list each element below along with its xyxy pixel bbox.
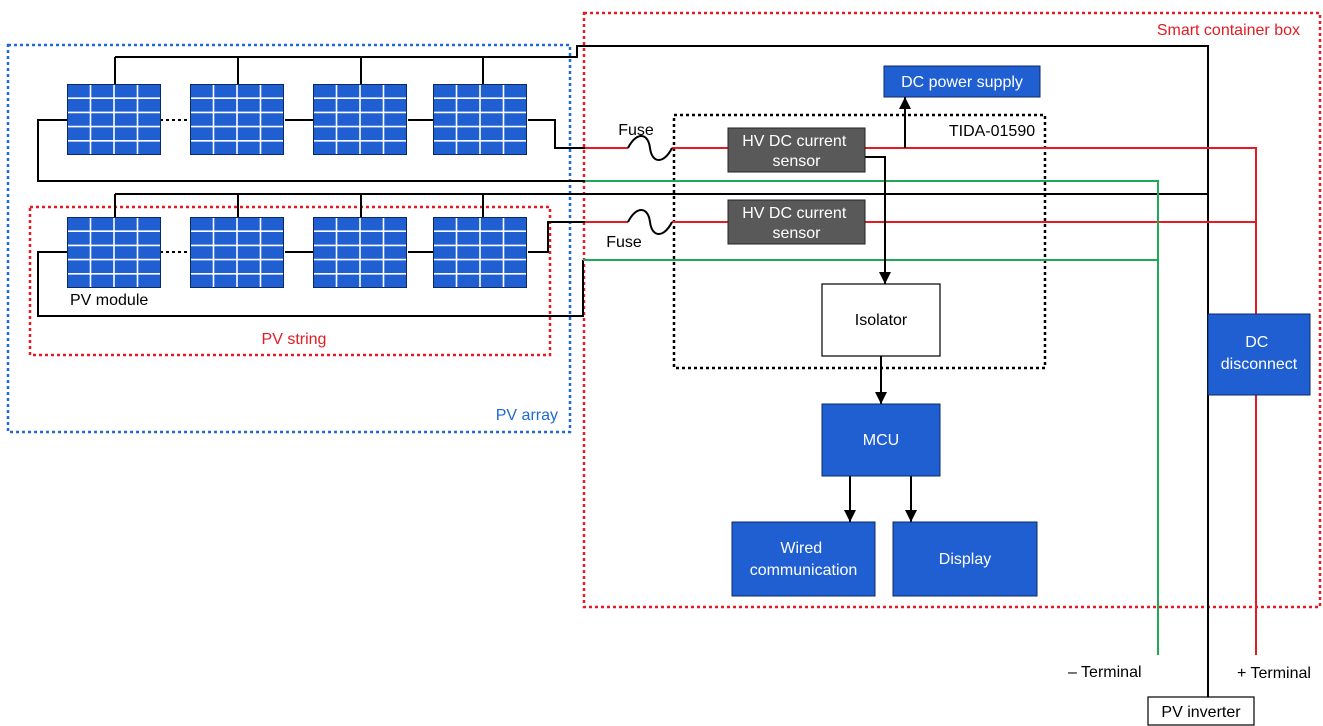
hv-dc-current-sensor-1-block: HV DC current sensor — [727, 127, 866, 173]
negative-terminal-label: – Terminal — [1068, 664, 1142, 681]
isolator-box — [821, 283, 941, 357]
pv-module-panels — [67, 84, 527, 288]
wired-communication-label: Wired communication — [750, 540, 858, 579]
reference-design-label: TIDA-01590 — [949, 123, 1035, 140]
hv-dc-current-sensor-2-block: HV DC current sensor — [727, 199, 866, 245]
dc-power-supply-label: DC power supply — [901, 74, 1023, 91]
dc-disconnect-label-line1: DC — [1245, 334, 1268, 351]
current-sensor-1-box — [727, 127, 866, 173]
pv-module-panel — [190, 217, 284, 288]
pv-module-panel — [190, 84, 284, 155]
display-box — [892, 521, 1038, 597]
pv-module-panel — [67, 84, 161, 155]
fuse-1-label: Fuse — [618, 122, 654, 139]
pv-array-boundary — [6, 43, 572, 434]
current-sensor-1-label: HV DC current sensor — [742, 133, 850, 170]
pv-module-cells — [434, 218, 526, 287]
smart-container-box-boundary — [582, 11, 1322, 609]
dc-disconnect-label-line2: disconnect — [1221, 356, 1298, 373]
pv-module-cells — [191, 85, 283, 154]
dc-disconnect-label: DC disconnect — [1221, 334, 1298, 373]
row1-positive-wire — [585, 147, 1257, 655]
pv-module-panel — [313, 217, 407, 288]
pv-string-label: PV string — [262, 331, 327, 348]
pv-inverter-label: PV inverter — [1161, 704, 1241, 721]
wired-communication-label-line1: Wired — [780, 540, 822, 557]
pv-inverter-block: PV inverter — [1147, 696, 1255, 726]
pv-module-cells — [191, 218, 283, 287]
dc-disconnect-block: DC disconnect — [1207, 313, 1311, 396]
row2-ground-bus — [114, 193, 1208, 217]
wired-communication-label-line2: communication — [750, 562, 858, 579]
dc-power-supply-box — [883, 65, 1041, 98]
display-label: Display — [939, 551, 991, 568]
row1-positive-lead — [528, 119, 585, 149]
current-sensor-1-label-line1: HV DC current — [742, 133, 847, 150]
pv-module-cells — [314, 218, 406, 287]
row2-negative-lead — [37, 251, 584, 317]
pv-module-cells — [68, 85, 160, 154]
positive-terminal-label: + Terminal — [1237, 665, 1311, 682]
row1-negative-lead — [37, 119, 585, 182]
smart-container-box-label: Smart container box — [1157, 22, 1300, 39]
dc-disconnect-box — [1207, 313, 1311, 396]
fuse-2-symbol — [627, 209, 673, 235]
pv-module-panel — [313, 84, 407, 155]
fuse-1-symbol — [627, 135, 673, 161]
pv-module-cells — [434, 85, 526, 154]
row1-ground-bus — [114, 45, 1209, 697]
current-sensor-2-box — [727, 199, 866, 245]
pv-string-boundary — [28, 205, 552, 357]
pv-module-panel — [433, 84, 527, 155]
current-sensor-1-label-line2: sensor — [772, 153, 821, 170]
isolator-block: Isolator — [821, 283, 941, 357]
pv-module-cells — [68, 218, 160, 287]
pv-module-panel — [433, 217, 527, 288]
pv-inverter-box — [1147, 696, 1255, 726]
mcu-block: MCU — [821, 403, 941, 477]
pv-module-cells — [314, 85, 406, 154]
isolator-label: Isolator — [855, 312, 908, 329]
wired-communication-box — [731, 521, 876, 597]
pv-module-panel — [67, 217, 161, 288]
current-sensor-2-label-line1: HV DC current — [742, 205, 847, 222]
wired-communication-block: Wired communication — [731, 521, 876, 597]
mcu-box — [821, 403, 941, 477]
mcu-label: MCU — [863, 432, 899, 449]
row1-negative-wire — [585, 180, 1159, 655]
fuse-2-label: Fuse — [606, 234, 642, 251]
dc-power-supply-block: DC power supply — [883, 65, 1041, 98]
pv-module-label: PV module — [70, 292, 148, 309]
pv-array-label: PV array — [496, 407, 558, 424]
current-sensor-2-label-line2: sensor — [772, 225, 821, 242]
current-sensor-2-label: HV DC current sensor — [742, 205, 850, 242]
display-block: Display — [892, 521, 1038, 597]
row2-positive-lead — [528, 221, 585, 253]
sensor-to-isolator-arrow — [865, 156, 891, 284]
